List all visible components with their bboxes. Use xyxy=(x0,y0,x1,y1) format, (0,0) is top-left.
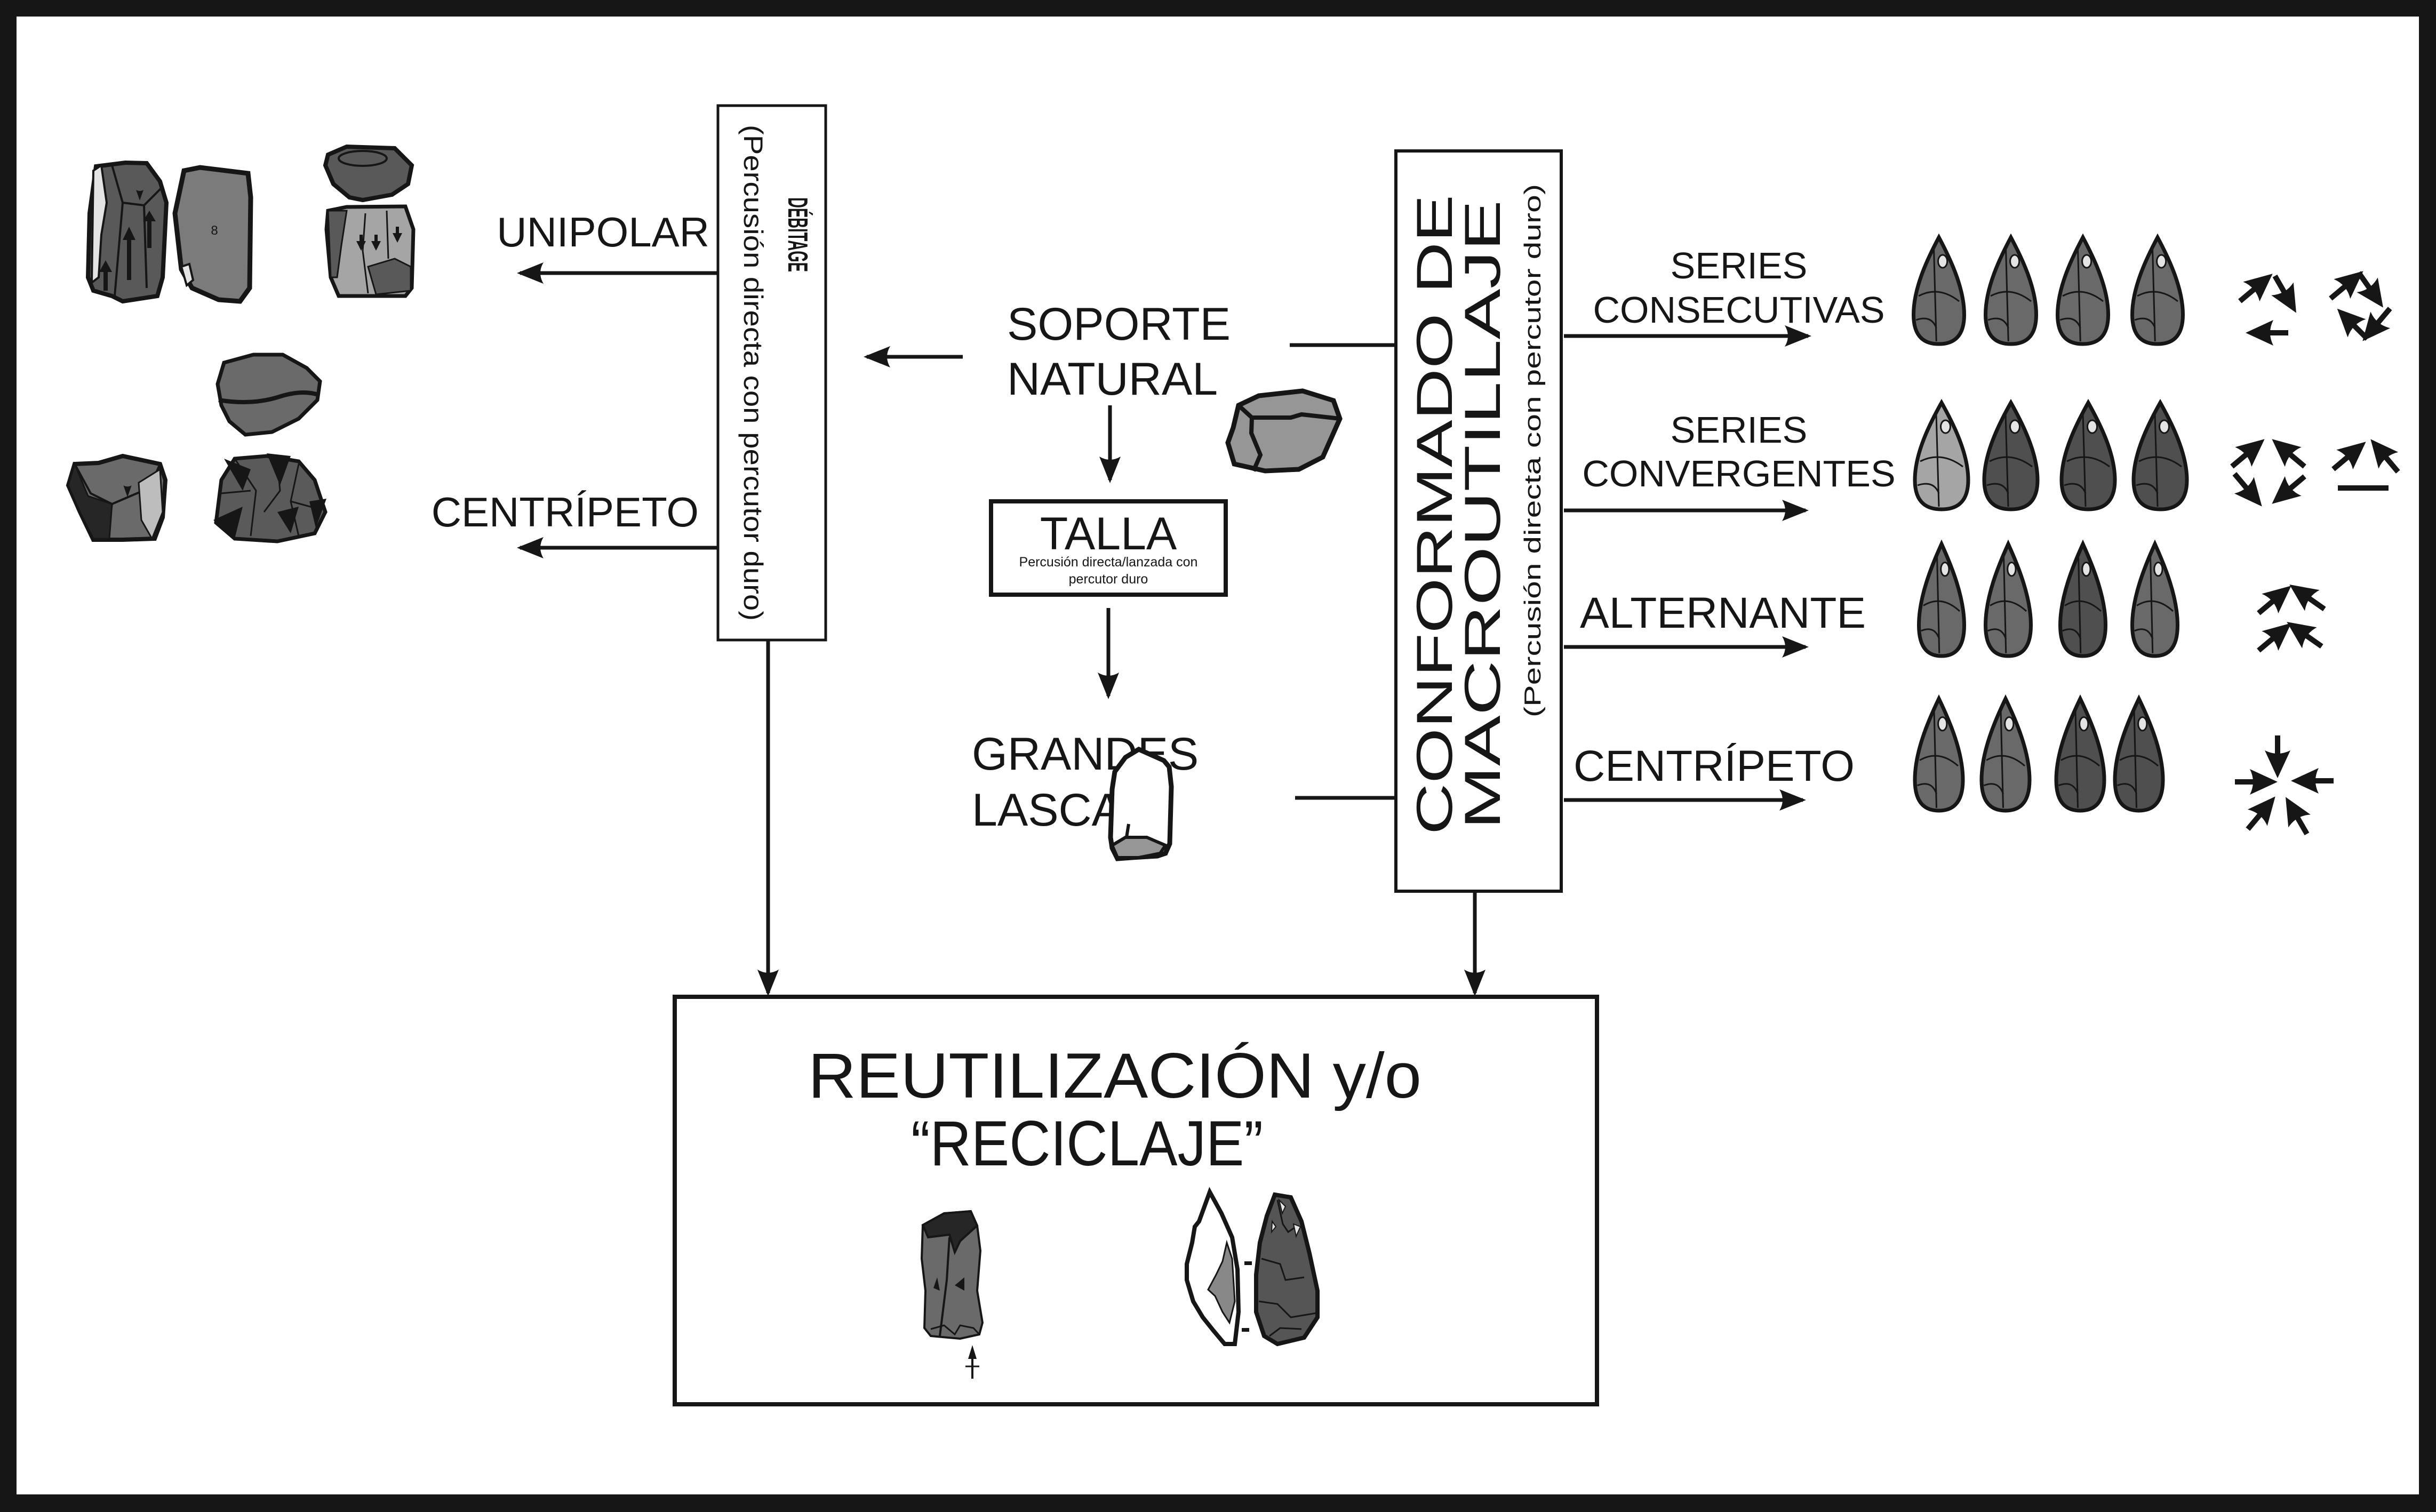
debitage-box: (Percusión directa con percutor duro) DÉ… xyxy=(716,104,827,642)
arrow-icon xyxy=(2235,769,2278,795)
label-soporte: SOPORTE xyxy=(1007,299,1231,350)
label-consecutivas: CONSECUTIVAS xyxy=(1593,289,1884,331)
arrow-icon xyxy=(2325,431,2375,479)
label-centripeto-debitage: CENTRÍPETO xyxy=(432,489,699,535)
conformado-subtitle: (Percusión directa con percutor duro) xyxy=(1520,184,1546,717)
handaxe-4-2 xyxy=(1979,694,2032,813)
conformado-title-line1: CONFORMADO DE xyxy=(1407,195,1463,835)
scheme-convergent-a xyxy=(2223,429,2313,515)
arrow-icon xyxy=(2223,429,2273,477)
arrow-icon xyxy=(2274,790,2318,841)
reuse-box-frame xyxy=(673,995,1599,1406)
label-alternante: ALTERNANTE xyxy=(1580,589,1866,637)
large-flake xyxy=(1108,746,1174,861)
core-centripetal-face-b xyxy=(213,453,328,543)
talla-subtitle-line2: percutor duro xyxy=(1069,572,1148,587)
handaxe-1-4 xyxy=(2130,233,2185,346)
handaxe-3-2 xyxy=(1983,539,2033,658)
label-natural: NATURAL xyxy=(1007,354,1218,405)
arrow-icon xyxy=(2250,613,2300,661)
talla-subtitle-line1: Percusión directa/lanzada con xyxy=(1019,555,1198,570)
reuse-box: REUTILIZACIÓN y/o “RECICLAJE” xyxy=(673,995,1599,1406)
scheme-alternating xyxy=(2250,574,2332,661)
conformado-box: CONFORMADO DE MACROUTILLAJE (Percusión d… xyxy=(1394,149,1563,893)
debitage-title: DÉBITAGE xyxy=(782,197,813,272)
recycled-flake xyxy=(920,1210,984,1379)
handaxe-1-3 xyxy=(2055,233,2111,346)
arrow-icon xyxy=(2238,788,2286,838)
reuse-title-line2: “RECICLAJE” xyxy=(911,1108,1263,1179)
arrow-icon xyxy=(2279,611,2329,657)
handaxe-4-3 xyxy=(2054,694,2106,813)
handaxe-3-3 xyxy=(2058,539,2108,658)
scheme-centripetal xyxy=(2235,735,2334,841)
arrow-icon xyxy=(2263,466,2313,514)
handaxe-2-3 xyxy=(2059,398,2117,511)
arrow-icon xyxy=(2291,768,2334,794)
handaxe-2-1 xyxy=(1913,398,1970,511)
striking-platform-line xyxy=(2338,485,2389,491)
scheme-consecutive-b xyxy=(2322,261,2400,350)
scheme-convergent-b xyxy=(2325,430,2408,491)
talla-box-frame xyxy=(989,499,1228,597)
arrow-icon xyxy=(2250,575,2300,623)
core-unipolar-face xyxy=(324,204,416,298)
arrow-icon xyxy=(2224,465,2272,515)
handaxe-3-4 xyxy=(2130,539,2180,658)
conformado-box-frame xyxy=(1394,149,1563,893)
handaxe-2-4 xyxy=(2131,398,2189,511)
recycled-handaxe-face xyxy=(1254,1192,1320,1347)
label-convergentes: CONVERGENTES xyxy=(1582,453,1895,494)
label-centripeto-conformado: CENTRÍPETO xyxy=(1574,742,1855,790)
debitage-box-frame xyxy=(716,104,827,642)
handaxe-2-2 xyxy=(1982,398,2040,511)
arrow-icon xyxy=(2246,320,2288,346)
natural-nodule xyxy=(1225,388,1343,474)
core-unipolar-side: 8 xyxy=(172,165,253,304)
arrow-icon xyxy=(2231,263,2281,311)
scheme-consecutive-a xyxy=(2231,263,2307,346)
arrow-icon xyxy=(2360,430,2408,481)
core-unipolar-front xyxy=(85,160,169,304)
arrow-icon xyxy=(2352,300,2400,350)
debitage-subtitle: (Percusión directa con percutor duro) xyxy=(738,125,768,621)
arrow-icon xyxy=(2265,735,2290,778)
recycled-handaxe-profile xyxy=(1185,1187,1252,1346)
handaxe-1-1 xyxy=(1911,233,1967,346)
handaxe-3-1 xyxy=(1916,539,1967,658)
label-series-1: SERIES xyxy=(1671,245,1808,286)
arrow-icon xyxy=(2348,265,2394,315)
handaxe-4-1 xyxy=(1913,694,1965,813)
label-unipolar: UNIPOLAR xyxy=(497,209,709,255)
core-centripetal-face-a xyxy=(66,453,168,542)
core-centripetal-profile xyxy=(215,353,322,437)
core-unipolar-platform xyxy=(323,144,414,203)
talla-box: TALLA Percusión directa/lanzada con perc… xyxy=(989,499,1228,597)
handaxe-4-4 xyxy=(2113,694,2165,813)
label-series-2: SERIES xyxy=(1671,409,1808,451)
handaxe-rows xyxy=(1911,233,2189,813)
reuse-title-line1: REUTILIZACIÓN y/o xyxy=(808,1040,1421,1111)
arrow-icon xyxy=(2282,574,2332,620)
handaxe-1-2 xyxy=(1983,233,2039,346)
conformado-title-line2: MACROUTILLAJE xyxy=(1455,200,1511,829)
arrow-icon xyxy=(2263,429,2313,477)
talla-title: TALLA xyxy=(1040,508,1177,559)
core-side-number: 8 xyxy=(211,223,218,238)
